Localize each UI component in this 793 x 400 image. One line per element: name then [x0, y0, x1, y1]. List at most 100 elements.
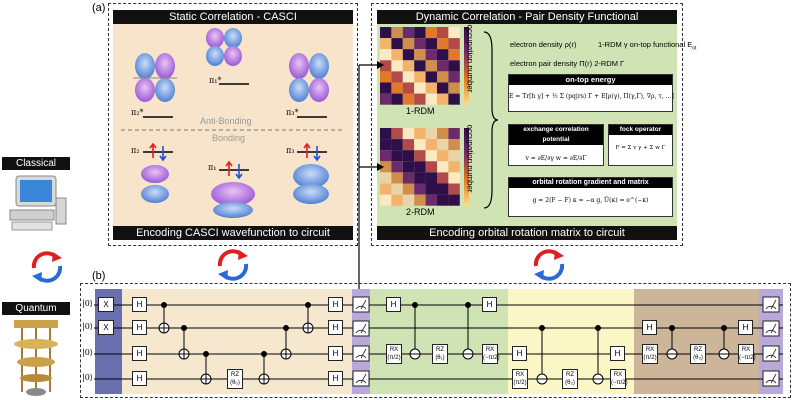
heatmap-cell	[437, 128, 449, 140]
heatmap-cell	[402, 49, 415, 61]
rz-gate: RZ(θ₂)	[562, 369, 578, 389]
mo-label-pi2-star: π₂*	[131, 108, 144, 117]
orbital-rotation-title: orbital rotation gradient and matrix	[509, 178, 672, 188]
heatmap-cell	[402, 128, 415, 140]
heatmap-cell	[437, 161, 449, 173]
ontop-energy-title: on-top energy	[509, 75, 672, 85]
orbital-pi3	[293, 164, 329, 204]
heatmap-cell	[425, 139, 437, 151]
heatmap-cell	[414, 38, 426, 50]
h-gate: H	[738, 320, 753, 335]
heatmap-cell	[437, 49, 449, 61]
xc-potential-title: exchange correlation potential	[509, 125, 603, 145]
heatmap-cell	[402, 172, 415, 184]
circuit-panel	[80, 283, 791, 398]
heatmap-cell	[437, 38, 449, 50]
heatmap-cell	[380, 150, 392, 162]
heatmap-cell	[437, 93, 449, 105]
heatmap-cell	[448, 60, 460, 72]
orbital-pi1-star	[206, 28, 242, 66]
mo-label-pi1: π₁	[208, 163, 217, 172]
casci-footer: Encoding CASCI wavefunction to circuit	[113, 226, 353, 240]
x-gate: X	[98, 320, 114, 335]
heatmap-cell	[414, 93, 426, 105]
heatmap-cell	[402, 60, 415, 72]
mo-label-pi2: π₂	[131, 146, 140, 155]
rx-gate: RX(π/2)	[386, 344, 402, 364]
heatmap-cell	[402, 27, 415, 39]
heatmap-cell	[437, 183, 449, 195]
heatmap-cell	[448, 150, 460, 162]
mo-label-pi1-star: π₁*	[209, 76, 222, 85]
heatmap-cell	[448, 71, 460, 83]
refresh-icon	[533, 249, 565, 281]
heatmap-cell	[402, 93, 415, 105]
orbital-rotation-equation: g = 2(F − F) κ = −α g, Û(κ) = e^(−κ)	[532, 197, 649, 204]
connector-arrows	[358, 61, 384, 295]
orbital-pi2	[141, 165, 169, 203]
heatmap-cell	[391, 60, 403, 72]
heatmap-cell	[448, 194, 460, 206]
panel-b-label: (b)	[92, 270, 106, 282]
pair-density-text: electron pair density Π(r) 2-RDM Γ	[510, 59, 625, 68]
heatmap-cell	[448, 49, 460, 61]
heatmap-cell	[437, 172, 449, 184]
casci-title: Static Correlation - CASCI	[113, 10, 353, 24]
heatmap-cell	[414, 161, 426, 173]
casci-panel	[108, 3, 358, 246]
rdm2-heatmap	[380, 128, 460, 206]
rdm1-functional-text: 1-RDM γ on-top functional Eot	[598, 40, 697, 52]
h-gate: H	[328, 297, 343, 312]
heatmap-cell	[402, 38, 415, 50]
heatmap-cell	[437, 27, 449, 39]
quantum-label: Quantum	[2, 302, 70, 315]
heatmap-cell	[414, 82, 426, 94]
orbital-pi3-star	[289, 53, 329, 102]
fock-operator-equation: F = Σ v γ + Σ w Γ	[615, 145, 666, 151]
heatmap-cell	[402, 183, 415, 195]
h-gate: H	[482, 297, 497, 312]
heatmap-cell	[448, 27, 460, 39]
pdft-title: Dynamic Correlation - Pair Density Funct…	[377, 10, 677, 24]
refresh-icon	[217, 249, 249, 281]
heatmap-cell	[391, 93, 403, 105]
h-gate: H	[328, 320, 343, 335]
heatmap-cell	[380, 93, 392, 105]
heatmap-cell	[380, 128, 392, 140]
heatmap-cell	[437, 82, 449, 94]
h-gate: H	[386, 297, 401, 312]
spin-arrows	[149, 142, 321, 180]
heatmap-cell	[425, 150, 437, 162]
heatmap-cell	[437, 60, 449, 72]
rx-gate: RX(−π/2)	[738, 344, 756, 364]
heatmap-cell	[380, 27, 392, 39]
colorbar-1	[464, 27, 469, 105]
refresh-icon	[31, 251, 63, 283]
orbital-rotation-box: orbital rotation gradient and matrix g =…	[508, 177, 673, 217]
heatmap-cell	[448, 82, 460, 94]
bonding-label: Bonding	[212, 133, 246, 143]
h-gate: H	[328, 371, 343, 386]
rdm1-heatmap	[380, 27, 460, 105]
heatmap-cell	[425, 161, 437, 173]
rdm1-label: 1-RDM	[406, 106, 435, 116]
pdft-footer: Encoding orbital rotation matrix to circ…	[377, 226, 677, 240]
qubit-label: |0⟩	[82, 322, 93, 331]
heatmap-cell	[380, 183, 392, 195]
heatmap-cell	[380, 38, 392, 50]
heatmap-cell	[414, 71, 426, 83]
rz-gate: RZ(θ₃)	[690, 344, 706, 364]
quantum-circuit	[94, 289, 783, 394]
heatmap-cell	[391, 82, 403, 94]
heatmap-cell	[402, 161, 415, 173]
heatmap-cell	[402, 194, 415, 206]
h-gate: H	[132, 371, 147, 386]
quantum-computer-icon	[14, 320, 58, 396]
heatmap-cell	[425, 194, 437, 206]
heatmap-cell	[380, 82, 392, 94]
rx-gate: RX(−π/2)	[610, 369, 628, 389]
x-gate: X	[98, 297, 114, 312]
mo-diagram	[121, 28, 345, 218]
heatmap-cell	[425, 38, 437, 50]
heatmap-cell	[437, 194, 449, 206]
